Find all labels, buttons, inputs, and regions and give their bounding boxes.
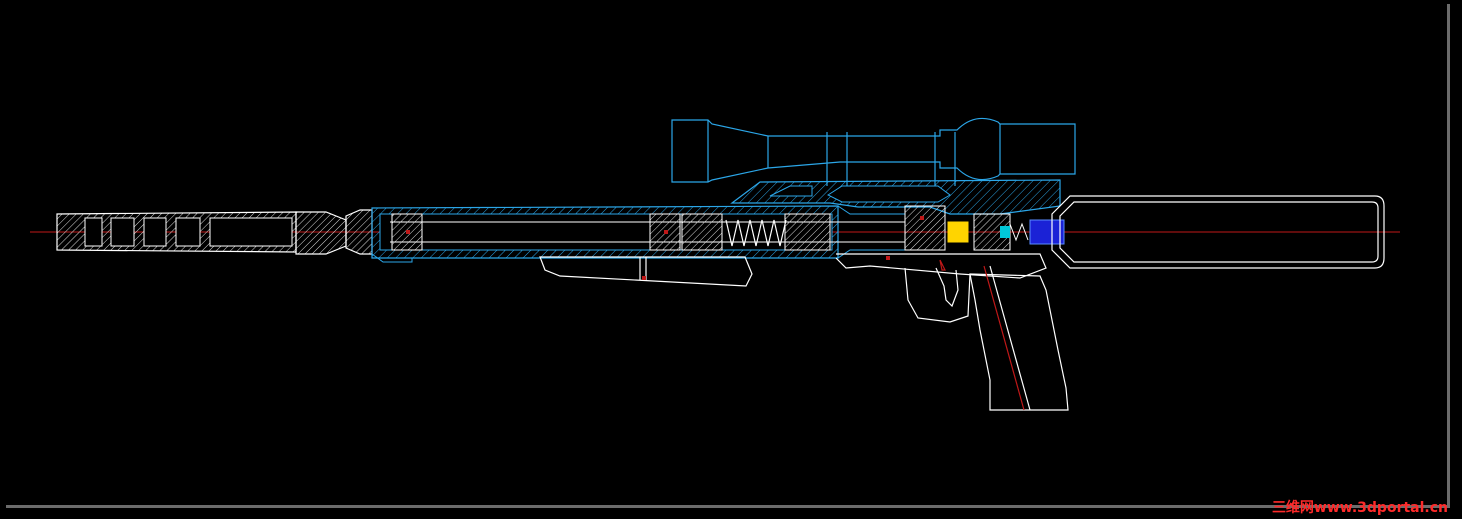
- cad-canvas: [6, 4, 1450, 508]
- inner-barrel: [390, 205, 946, 251]
- pistol-grip: [969, 265, 1069, 411]
- trigger-group: [904, 259, 971, 323]
- upper-receiver: [730, 179, 1061, 215]
- suppressor: [56, 209, 373, 255]
- watermark-text: 三维网www.3dportal.cn: [1271, 500, 1448, 516]
- spring: [725, 219, 787, 247]
- rifle-section-drawing: [30, 117, 1400, 411]
- air-reservoir: [1051, 195, 1385, 269]
- scope: [671, 117, 1076, 186]
- valve-assembly: [947, 213, 1065, 251]
- markers: [406, 216, 924, 280]
